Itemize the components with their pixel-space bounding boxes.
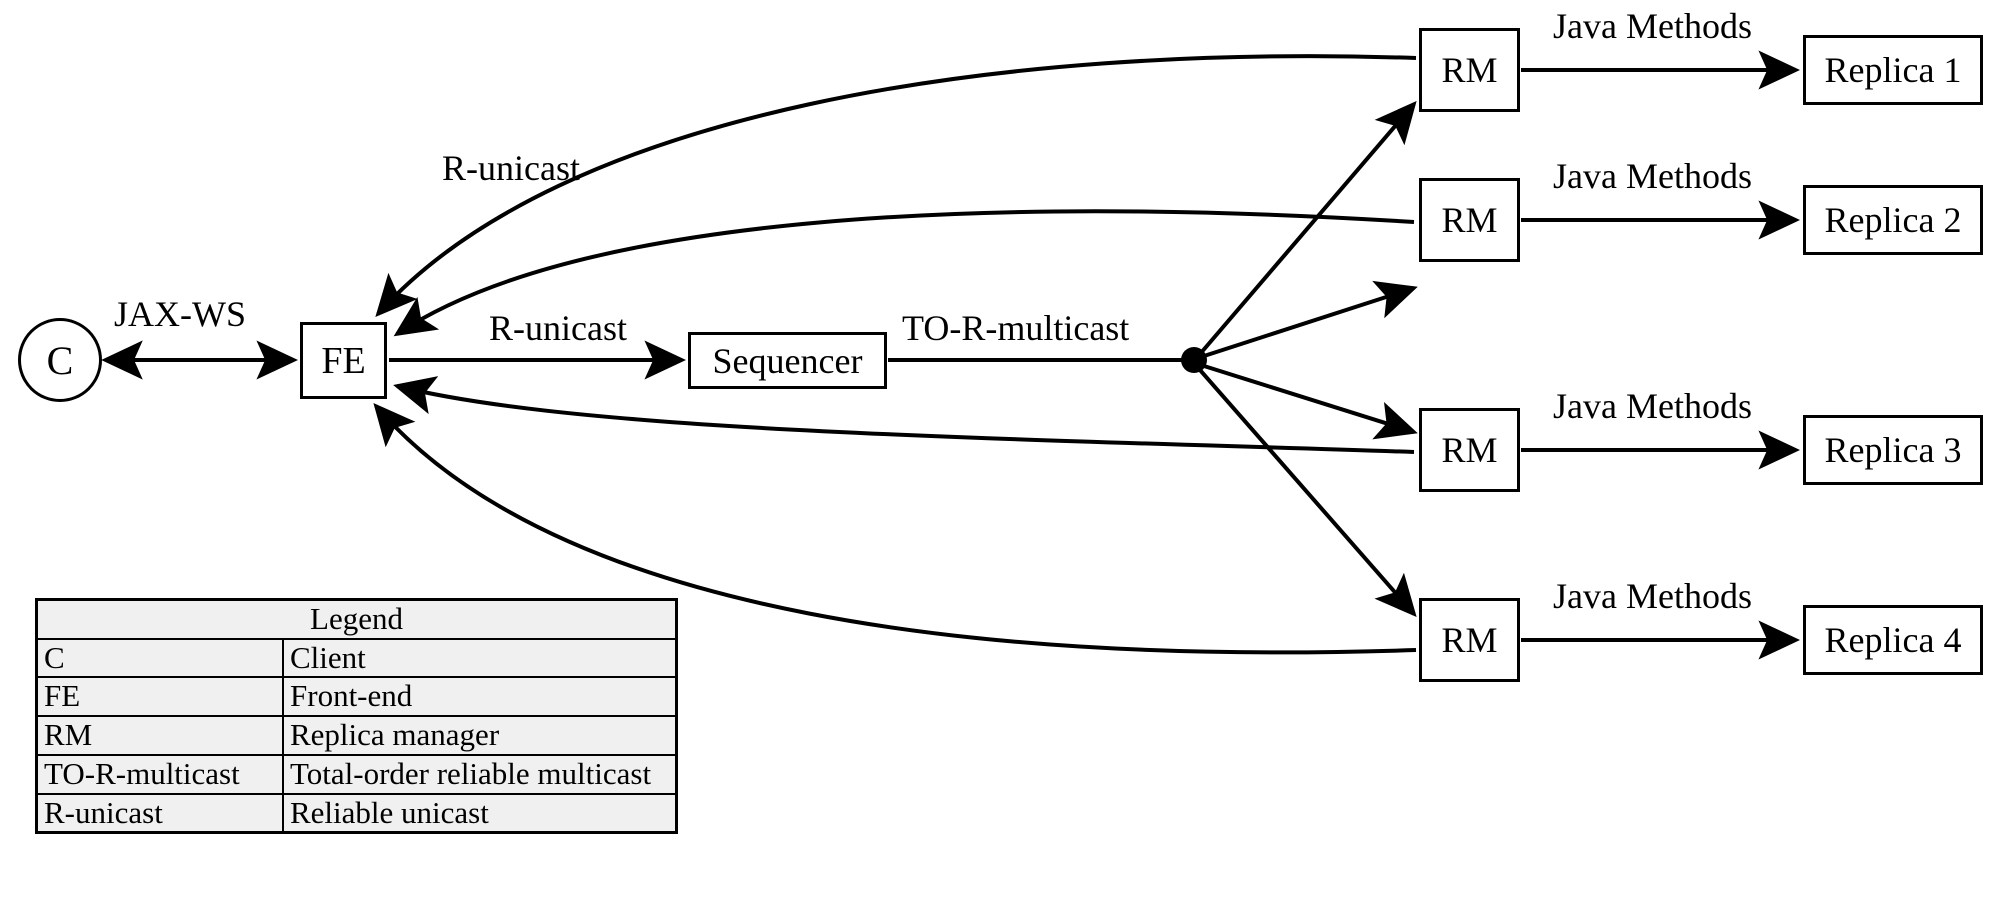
legend-row: TO-R-multicast Total-order reliable mult… (38, 753, 675, 794)
node-replica-2[interactable]: Replica 2 (1803, 185, 1983, 255)
edge-hub-rm1 (1198, 100, 1417, 356)
legend-title: Legend (38, 601, 675, 639)
edge-label-r-unicast-request: R-unicast (489, 308, 627, 348)
node-replica-1[interactable]: Replica 1 (1803, 35, 1983, 105)
legend-meaning: Front-end (283, 676, 675, 717)
node-sequencer[interactable]: Sequencer (688, 332, 887, 389)
node-rm-1-label: RM (1441, 50, 1498, 90)
legend-term: RM (38, 715, 284, 755)
legend-title-row: Legend (38, 601, 675, 639)
edge-label-to-r-multicast: TO-R-multicast (902, 308, 1130, 348)
node-rm-3-label: RM (1441, 430, 1498, 470)
edge-label-jax-ws: JAX-WS (114, 294, 246, 334)
edge-label-java-methods-1: Java Methods (1553, 6, 1752, 46)
node-replica-4-label: Replica 4 (1824, 620, 1962, 660)
edge-hub-rm3 (1203, 364, 1418, 440)
edge-hub-rm4 (1198, 368, 1417, 618)
edge-label-java-methods-4: Java Methods (1553, 576, 1752, 616)
legend-meaning: Reliable unicast (283, 792, 675, 832)
node-rm-4[interactable]: RM (1419, 598, 1520, 682)
edge-rm1-frontend-return (375, 54, 1417, 317)
node-replica-4[interactable]: Replica 4 (1803, 605, 1983, 675)
node-rm-4-label: RM (1441, 620, 1498, 660)
edge-hub-rm2 (1203, 280, 1418, 358)
legend-meaning: Client (283, 637, 675, 678)
node-frontend-label: FE (321, 339, 366, 382)
edge-rm4-frontend-return (373, 402, 1417, 655)
legend-row: FE Front-end (38, 676, 675, 717)
node-replica-3[interactable]: Replica 3 (1803, 415, 1983, 485)
node-sequencer-label: Sequencer (712, 340, 863, 381)
legend-meaning: Total-order reliable multicast (283, 753, 675, 794)
edge-label-java-methods-2: Java Methods (1553, 156, 1752, 196)
node-frontend[interactable]: FE (300, 322, 387, 399)
edge-label-java-methods-3: Java Methods (1553, 386, 1752, 426)
node-replica-1-label: Replica 1 (1824, 50, 1962, 90)
legend-term: C (38, 637, 284, 678)
legend-table: Legend C Client FE Front-end RM Replica … (35, 598, 678, 835)
edge-rm3-frontend-return (393, 376, 1415, 454)
node-rm-2-label: RM (1441, 200, 1498, 240)
node-rm-2[interactable]: RM (1419, 178, 1520, 262)
node-replica-2-label: Replica 2 (1824, 200, 1962, 240)
node-client-label: C (46, 337, 74, 383)
node-client[interactable]: C (18, 318, 102, 402)
legend-row: RM Replica manager (38, 715, 675, 755)
legend-term: R-unicast (38, 792, 284, 832)
legend-row: R-unicast Reliable unicast (38, 792, 675, 832)
node-rm-3[interactable]: RM (1419, 408, 1520, 492)
edge-rm2-frontend-return (393, 209, 1415, 337)
legend-meaning: Replica manager (283, 715, 675, 755)
node-rm-1[interactable]: RM (1419, 28, 1520, 112)
legend-term: TO-R-multicast (38, 753, 284, 794)
edge-label-r-unicast-return: R-unicast (442, 148, 580, 188)
legend-row: C Client (38, 637, 675, 678)
node-replica-3-label: Replica 3 (1824, 430, 1962, 470)
legend-term: FE (38, 676, 284, 717)
legend-body: Legend C Client FE Front-end RM Replica … (38, 601, 675, 832)
